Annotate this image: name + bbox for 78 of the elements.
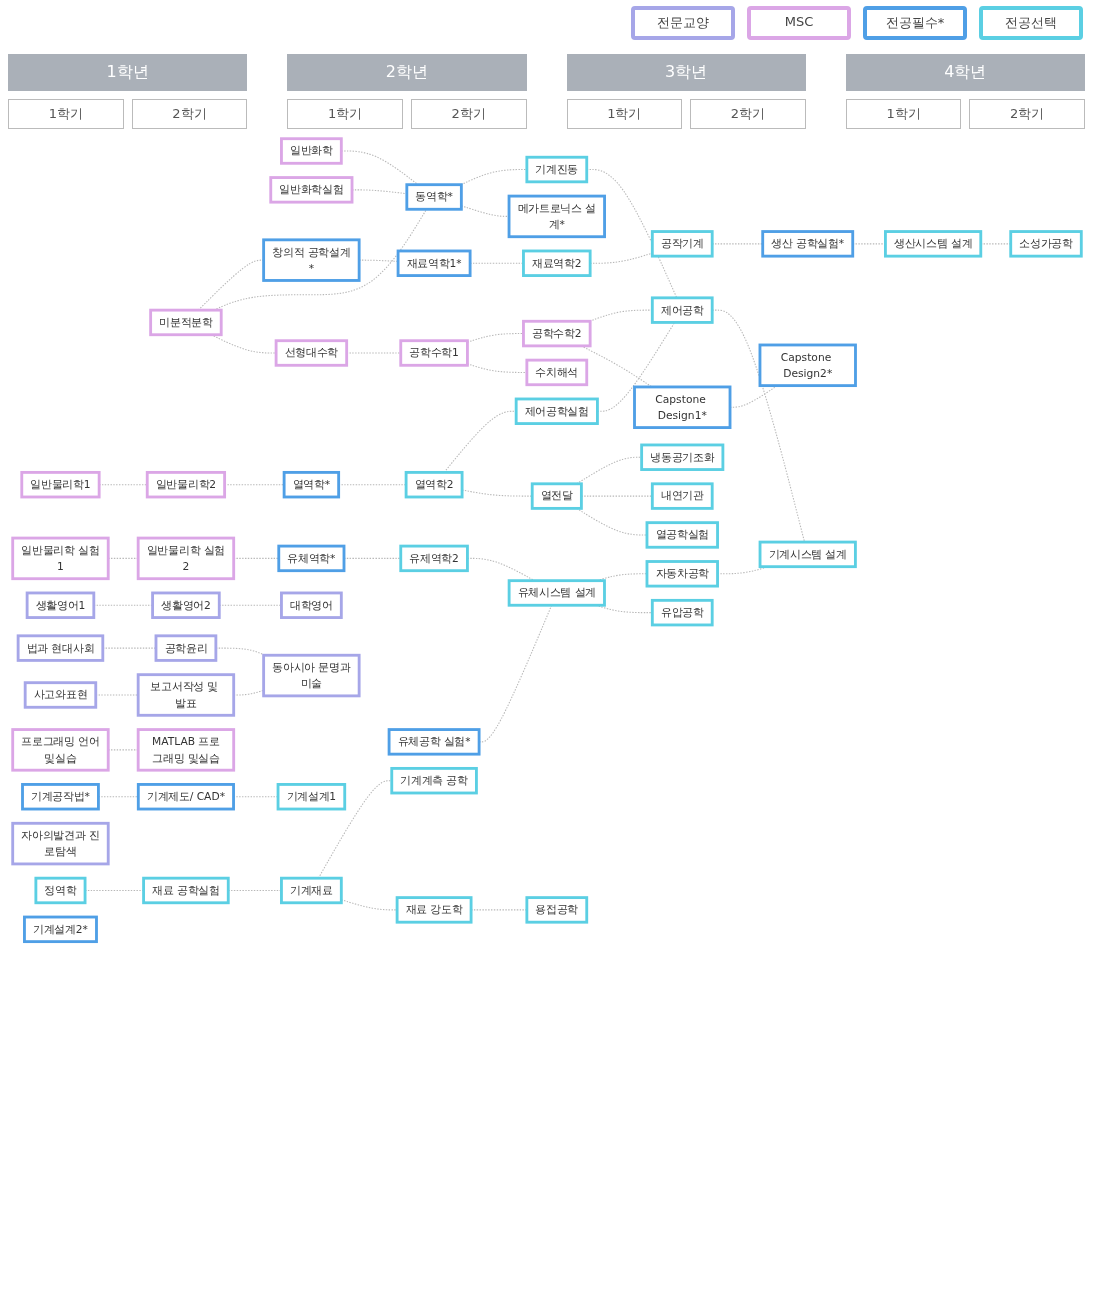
node-box: 유체역학* [276, 544, 345, 573]
node-box: 기계진동 [524, 155, 588, 184]
node-box: 공작기계 [650, 230, 714, 258]
legend-item: 전공필수* [863, 6, 967, 40]
node-box: 선형대수학 [274, 339, 348, 367]
node-box: 기계공작법* [20, 783, 100, 811]
node-box: 기계설계2* [22, 915, 98, 944]
node-box: 공학수학2 [521, 319, 592, 348]
node-box: 자아의발견과 진로탐색 [10, 821, 110, 866]
semester-header: 2학기 [969, 99, 1085, 129]
node-box: 재료 강도학 [395, 896, 472, 924]
connector [84, 889, 144, 891]
node-box: 유압공학 [650, 598, 714, 627]
semester-header: 1학기 [8, 99, 124, 129]
node-box: 자동차공학 [645, 560, 719, 588]
node-box: 재료 공학실험 [141, 876, 230, 905]
node-box: Capstone Design2* [758, 343, 857, 388]
node-box: 기계계측 공학 [389, 767, 478, 795]
node-box: 일반물리학2 [145, 470, 226, 499]
node-box: 수치해석 [524, 358, 588, 387]
node-box: 기계제도/ CAD* [136, 783, 235, 811]
node-box: 법과 현대사회 [16, 634, 104, 662]
node-box: 기계재료 [279, 876, 343, 905]
semester-header: 2학기 [690, 99, 806, 129]
node-box: 열역학2 [404, 470, 463, 499]
node-box: 생산 공학실험* [760, 230, 854, 258]
node-box: 프로그래밍 언어및실습 [10, 728, 110, 772]
node-box: 미분적분학 [148, 308, 223, 337]
node-box: 메가트로닉스 설계* [507, 194, 606, 239]
node-box: 기계시스템 설계 [758, 540, 857, 569]
year-header: 4학년 [845, 54, 1085, 91]
node-box: 용접공학 [524, 896, 588, 924]
node-box: 일반화학 [279, 137, 343, 165]
node-box: 유제역학2 [398, 544, 469, 573]
node-box: 유체공학 실험* [387, 728, 481, 756]
semester-header: 1학기 [566, 99, 683, 129]
node-box: 생활영어1 [25, 591, 95, 619]
node-box: 공학윤리 [154, 634, 217, 662]
node-box: 소성가공학 [1008, 230, 1083, 258]
node-box: 제어공학실험 [514, 397, 599, 425]
node-box: 일반물리학1 [19, 470, 101, 499]
node-box: 정역학 [33, 876, 86, 905]
node-box: 내연기관 [650, 482, 714, 510]
semester-header: 2학기 [131, 99, 248, 129]
year-header: 2학년 [287, 54, 527, 91]
connector [729, 385, 778, 408]
node-box: 기계설계1 [276, 783, 346, 811]
node-box: 일반물리학 실험1 [10, 536, 110, 581]
legend-item: 전문교양 [631, 6, 735, 40]
node-box: 생활영어2 [150, 591, 221, 619]
legend-item: MSC [747, 6, 851, 40]
node-box: 동역학* [404, 183, 463, 211]
node-box: 생산시스템 설계 [883, 230, 982, 258]
node-box: 유체시스템 설계 [507, 579, 606, 607]
node-box: 보고서작성 및 발표 [136, 673, 235, 717]
node-box: 대학영어 [279, 591, 343, 619]
node-box: 재료역학1* [396, 249, 472, 277]
node-box: 공학수학1 [398, 339, 469, 367]
semester-header: 2학기 [410, 99, 527, 129]
year-header: 3학년 [566, 54, 806, 91]
semester-header: 1학기 [287, 99, 403, 129]
node-box: 일반물리학 실험2 [136, 536, 235, 581]
node-box: 일반화학실험 [268, 176, 353, 204]
node-box: 사고와표현 [23, 681, 97, 709]
node-box: 열역학* [282, 470, 340, 499]
node-box: 열전달 [530, 482, 583, 510]
legend-item: 전공선택 [979, 6, 1083, 40]
connector [351, 189, 407, 195]
node-box: 열공학실험 [645, 521, 719, 549]
node-box: 재료역학2 [521, 249, 592, 277]
year-header: 1학년 [8, 54, 248, 91]
node-box: MATLAB 프로그래밍 및실습 [136, 728, 235, 772]
node-box: 냉동공기조화 [639, 443, 724, 471]
semester-header: 1학기 [845, 99, 962, 129]
node-box: 창의적 공학설계* [261, 238, 361, 282]
node-box: 동아시아 문명과미술 [261, 653, 361, 698]
node-box: Capstone Design1* [632, 385, 731, 429]
node-box: 제어공학 [650, 296, 714, 324]
